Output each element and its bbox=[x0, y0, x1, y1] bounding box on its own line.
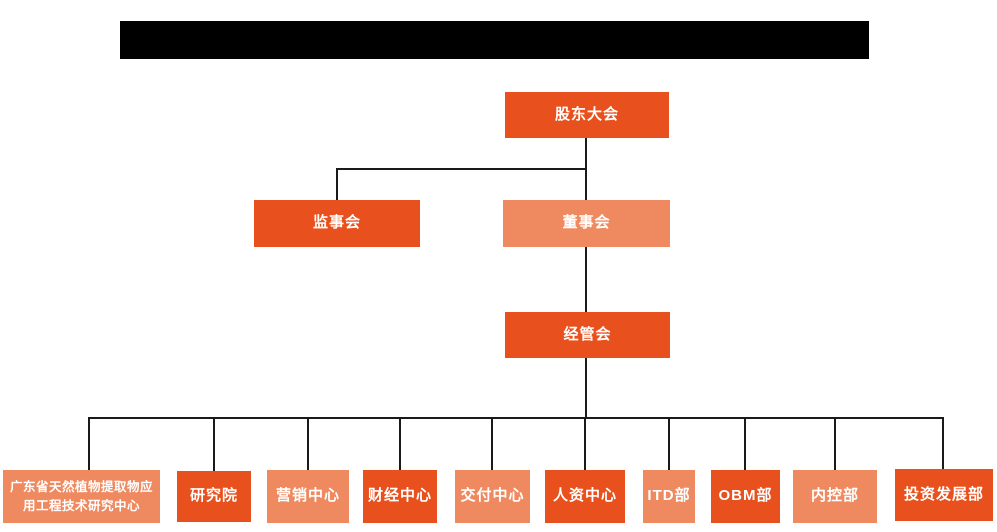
connector-drop-dept-7 bbox=[668, 417, 670, 471]
connector-drop-dept-4 bbox=[399, 417, 401, 471]
node-label: 监事会 bbox=[312, 214, 361, 232]
node-dept-research-institute: 研究院 bbox=[177, 471, 251, 522]
connector-drop-dept-2 bbox=[213, 417, 215, 471]
connector-management-down bbox=[585, 357, 587, 418]
connector-drop-dept-8 bbox=[744, 417, 746, 471]
node-label: 股东大会 bbox=[554, 105, 619, 123]
node-label: ITD部 bbox=[647, 487, 691, 505]
node-label: 营销中心 bbox=[275, 487, 340, 505]
node-dept-itd: ITD部 bbox=[643, 470, 695, 523]
node-label: 财经中心 bbox=[367, 487, 432, 505]
node-label: 交付中心 bbox=[460, 487, 525, 505]
node-label: 董事会 bbox=[562, 214, 611, 232]
connector-drop-dept-5 bbox=[491, 417, 493, 471]
connector-to-board bbox=[585, 168, 587, 201]
node-dept-marketing-center: 营销中心 bbox=[267, 470, 349, 523]
node-supervisory-board: 监事会 bbox=[254, 200, 420, 247]
node-label: 人资中心 bbox=[552, 487, 617, 505]
node-dept-hr-center: 人资中心 bbox=[545, 470, 625, 523]
node-dept-finance-center: 财经中心 bbox=[363, 470, 437, 523]
connector-drop-dept-1 bbox=[88, 417, 90, 471]
node-dept-delivery-center: 交付中心 bbox=[455, 470, 530, 523]
connector-departments-horizontal bbox=[88, 417, 944, 419]
node-label: 投资发展部 bbox=[903, 485, 984, 503]
node-dept-obm: OBM部 bbox=[711, 470, 780, 523]
node-label: OBM部 bbox=[718, 487, 773, 505]
connector-drop-dept-3 bbox=[307, 417, 309, 471]
node-label: 经管会 bbox=[563, 325, 612, 343]
node-label: 研究院 bbox=[189, 487, 238, 505]
connector-drop-dept-9 bbox=[834, 417, 836, 471]
connector-board-to-management bbox=[585, 246, 587, 313]
redacted-title-bar bbox=[120, 21, 869, 59]
connector-shareholders-down bbox=[585, 137, 587, 169]
node-dept-internal-control: 内控部 bbox=[793, 470, 877, 523]
connector-row2-horizontal bbox=[336, 168, 587, 170]
node-dept-research-center: 广东省天然植物提取物应 用工程技术研究中心 bbox=[3, 470, 160, 523]
connector-to-supervisory bbox=[336, 168, 338, 201]
node-board-of-directors: 董事会 bbox=[503, 200, 670, 247]
connector-drop-dept-10 bbox=[942, 417, 944, 471]
node-label: 广东省天然植物提取物应 用工程技术研究中心 bbox=[9, 480, 153, 513]
connector-drop-dept-6 bbox=[584, 417, 586, 471]
node-dept-investment-development: 投资发展部 bbox=[895, 469, 993, 521]
node-label: 内控部 bbox=[810, 487, 859, 505]
node-management-committee: 经管会 bbox=[505, 312, 670, 358]
node-shareholders-meeting: 股东大会 bbox=[505, 92, 669, 138]
